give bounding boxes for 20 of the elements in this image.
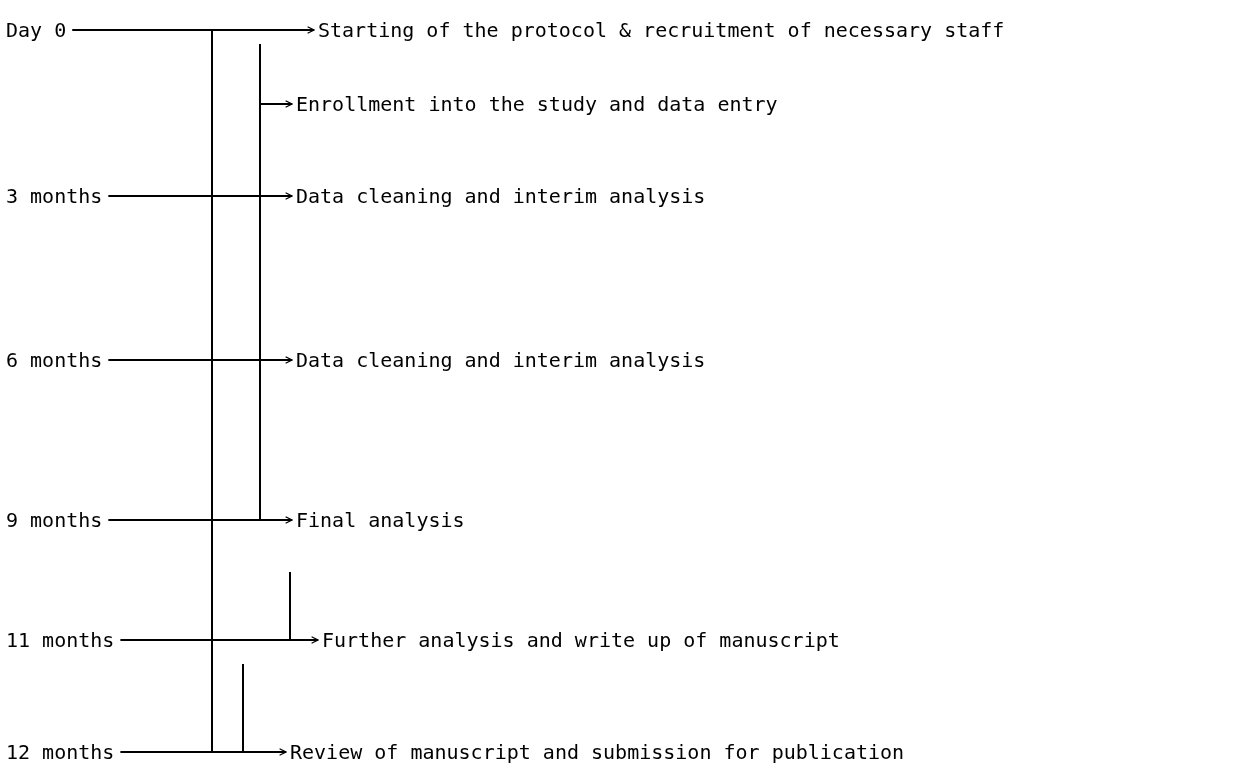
time-label: Day 0	[6, 18, 67, 42]
activity-text: Review of manuscript and submission for publication	[290, 740, 905, 764]
activity-text: Enrollment into the study and data entry	[296, 92, 778, 116]
arrow	[119, 748, 287, 756]
activity-text: Data cleaning and interim analysis	[296, 348, 706, 372]
arrow	[107, 516, 293, 524]
activity-text: Data cleaning and interim analysis	[296, 184, 706, 208]
time-label: 11 months	[6, 628, 115, 652]
time-label: 3 months	[6, 184, 103, 208]
activity-text: Starting of the protocol & recruitment of necessary staff	[318, 18, 1005, 42]
arrow	[107, 356, 293, 364]
time-label: 12 months	[6, 740, 115, 764]
arrow	[71, 26, 315, 34]
time-label: 6 months	[6, 348, 103, 372]
time-label: 9 months	[6, 508, 103, 532]
arrow	[119, 636, 319, 644]
arrow	[259, 100, 293, 108]
activity-text: Further analysis and write up of manuscript	[322, 628, 840, 652]
arrow	[107, 192, 293, 200]
activity-text: Final analysis	[296, 508, 465, 532]
